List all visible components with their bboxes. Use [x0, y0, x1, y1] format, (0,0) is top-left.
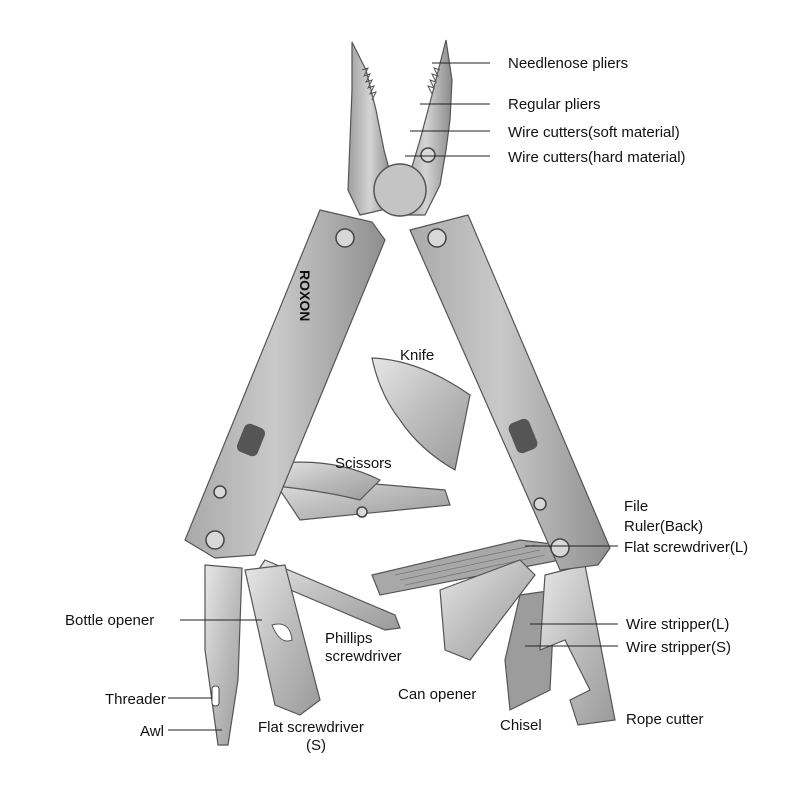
label-threader: Threader — [105, 691, 166, 708]
left-handle: ROXON — [184, 209, 386, 559]
right-handle-rivet-top — [427, 228, 447, 248]
jaw-serration — [361, 67, 441, 101]
label-wire-stripper-l: Wire stripper(L) — [626, 616, 729, 633]
awl-blade — [204, 564, 243, 746]
label-flat-screwdriver-s-line2: (S) — [306, 737, 326, 754]
stripper-rope-cutter-tool — [539, 564, 616, 726]
threader-eye — [211, 685, 220, 707]
right-handle-rivet-mid — [533, 497, 547, 511]
right-handle-rivet-bottom — [550, 538, 570, 558]
left-handle-rivet-top — [335, 228, 355, 248]
bottle-opener-tool — [244, 564, 321, 716]
label-wire-cutters-soft: Wire cutters(soft material) — [508, 124, 680, 141]
leader-lines — [168, 62, 618, 731]
label-needlenose-pliers: Needlenose pliers — [508, 55, 628, 72]
label-can-opener: Can opener — [398, 686, 476, 703]
label-phillips-line2: screwdriver — [325, 648, 402, 665]
right-handle-lock — [508, 418, 538, 454]
brand-logo: ROXON — [297, 270, 313, 321]
labels: Needlenose pliers Regular pliers Wire cu… — [65, 55, 748, 754]
right-handle — [409, 214, 611, 571]
left-handle-lock — [236, 423, 266, 457]
label-bottle-opener: Bottle opener — [65, 612, 154, 629]
label-flat-screwdriver-l: Flat screwdriver(L) — [624, 539, 748, 556]
label-rope-cutter: Rope cutter — [626, 711, 704, 728]
label-wire-stripper-s: Wire stripper(S) — [626, 639, 731, 656]
scissors — [264, 461, 451, 521]
knife-blade — [371, 357, 471, 471]
scissors-pivot — [356, 506, 368, 518]
label-ruler-back: Ruler(Back) — [624, 518, 703, 535]
label-regular-pliers: Regular pliers — [508, 96, 601, 113]
can-opener-tool — [439, 559, 536, 661]
plier-jaws — [347, 39, 453, 217]
label-chisel: Chisel — [500, 717, 542, 734]
label-wire-cutters-hard: Wire cutters(hard material) — [508, 149, 686, 166]
left-handle-rivet-bottom — [205, 530, 225, 550]
label-flat-screwdriver-s-line1: Flat screwdriver — [258, 719, 364, 736]
pivot — [373, 163, 427, 217]
label-file: File — [624, 498, 648, 515]
jaw-rivet — [420, 147, 436, 163]
label-awl: Awl — [140, 723, 164, 740]
left-handle-rivet-mid — [213, 485, 227, 499]
label-knife: Knife — [400, 347, 434, 364]
label-scissors: Scissors — [335, 455, 392, 472]
label-phillips-line1: Phillips — [325, 630, 373, 647]
